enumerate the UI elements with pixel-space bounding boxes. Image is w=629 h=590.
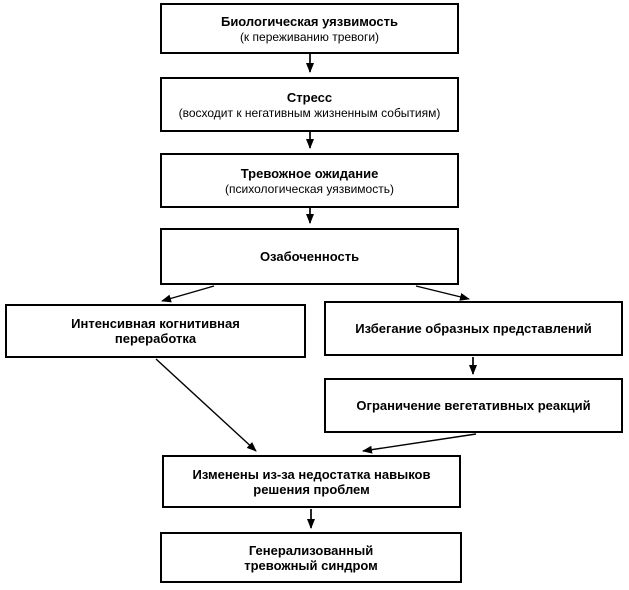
- arrow-worry-to-avoidance: [415, 285, 470, 301]
- box-title: Изменены из-за недостатка навыков: [192, 466, 431, 482]
- box-changed-due-to-lack-of-skills: Изменены из-за недостатка навыков решени…: [162, 455, 461, 508]
- box-title: Ограничение вегетативных реакций: [356, 398, 591, 413]
- box-biological-vulnerability: Биологическая уязвимость (к переживанию …: [160, 3, 459, 54]
- box-anxious-expectation: Тревожное ожидание (психологическая уязв…: [160, 153, 459, 208]
- box-restriction-of-vegetative-reactions: Ограничение вегетативных реакций: [324, 378, 623, 433]
- box-subtitle: (психологическая уязвимость): [225, 181, 394, 196]
- box-intensive-cognitive-processing: Интенсивная когнитивная переработка: [5, 304, 306, 358]
- box-title: Тревожное ожидание: [240, 165, 379, 181]
- box-worry: Озабоченность: [160, 228, 459, 285]
- box-title: Озабоченность: [259, 249, 360, 264]
- box-title: Избегание образных представлений: [355, 321, 592, 336]
- arrow-cognitive-to-changed: [155, 358, 257, 452]
- arrow-worry-to-cognitive: [161, 285, 215, 303]
- box-title: Стресс: [286, 89, 333, 105]
- box-title: Биологическая уязвимость: [220, 13, 399, 29]
- box-subtitle: (к переживанию тревоги): [239, 29, 380, 44]
- box-title: Генерализованный: [248, 542, 374, 558]
- box-title: тревожный синдром: [244, 557, 378, 573]
- box-stress: Стресс (восходит к негативным жизненным …: [160, 77, 459, 132]
- arrow-restriction-to-changed: [362, 433, 477, 454]
- box-generalized-anxiety-syndrome: Генерализованный тревожный синдром: [160, 532, 462, 583]
- box-subtitle: (восходит к негативным жизненным события…: [178, 105, 441, 120]
- box-title: решения проблем: [253, 481, 370, 497]
- box-title: Интенсивная когнитивная: [71, 316, 240, 331]
- box-title: переработка: [114, 331, 197, 346]
- box-avoidance-of-imagery: Избегание образных представлений: [324, 301, 623, 356]
